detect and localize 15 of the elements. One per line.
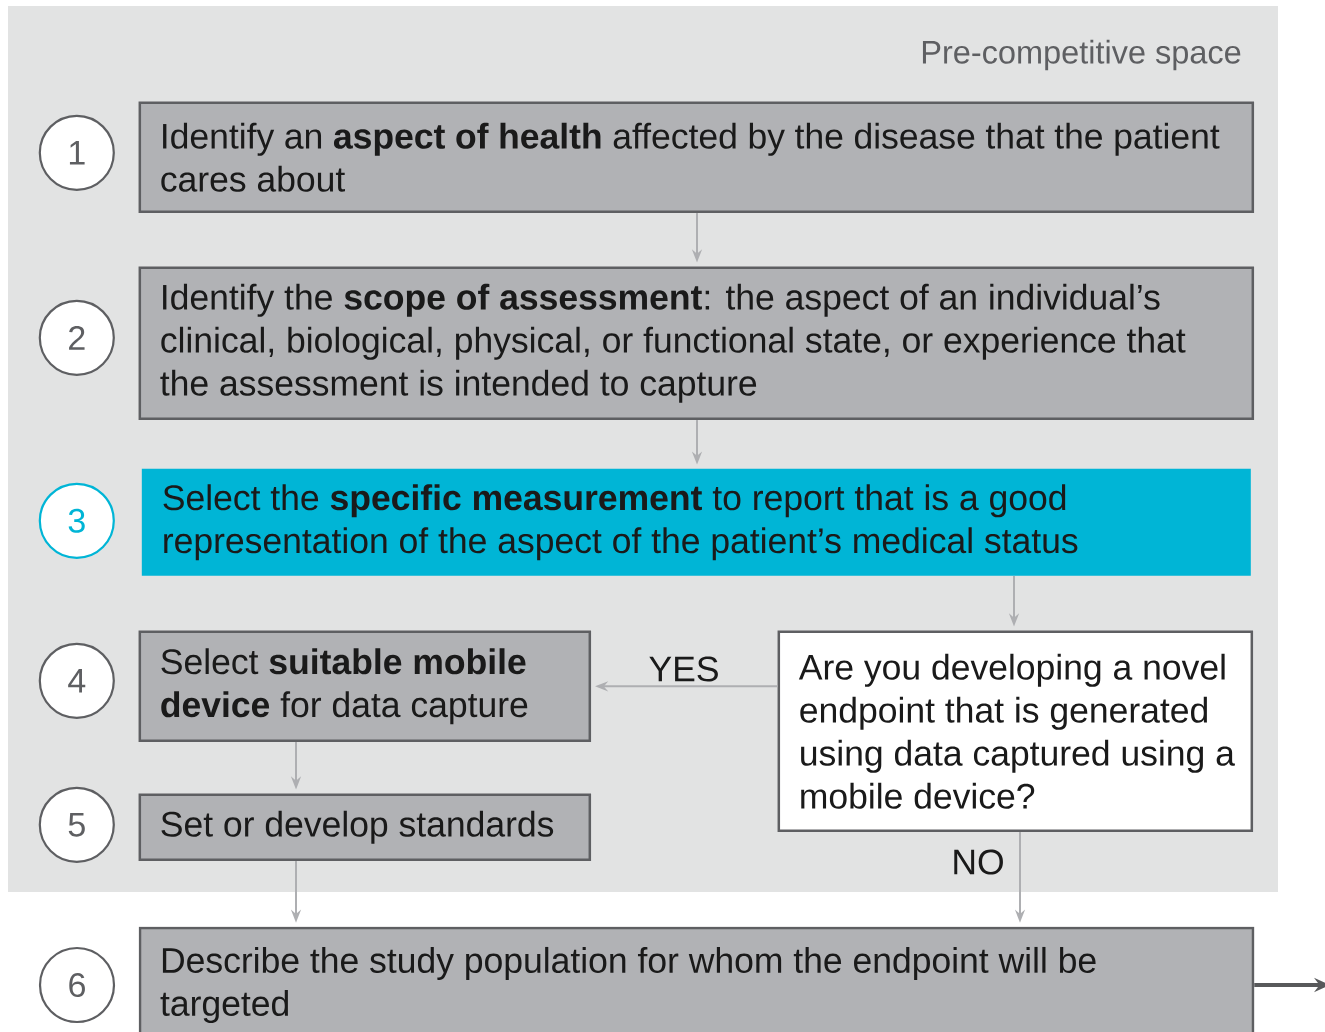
question-box: Are you developing a novel endpoint that is generated using data captured using a mobile device?	[777, 630, 1254, 833]
step-box: Describe the study population for whom the endpoint will be targeted	[138, 926, 1255, 1032]
step-box: Select the specific measurement to report that is a good representation of the aspect of the patient’s medical status	[141, 468, 1251, 576]
step-number: 6	[38, 946, 116, 1024]
step-number: 4	[38, 642, 115, 719]
step-number: 5	[38, 786, 115, 863]
edge-label: NO	[954, 849, 1003, 875]
step-number: 2	[38, 299, 115, 376]
edge-label: YES	[649, 656, 718, 682]
step-box: Set or develop standards	[138, 793, 592, 862]
step-box: Identify an aspect of health affected by the disease that the patient cares about	[138, 101, 1255, 214]
step-number: 3	[38, 482, 115, 559]
step-box: Select suitable mobile device for data capture	[138, 630, 592, 743]
step-box: Identify the scope of assessment: the aspect of an individual’s clinical, biological, physical, or functional state, or experience that the assessment is intended to capture	[138, 266, 1255, 421]
step-number: 1	[38, 114, 115, 191]
